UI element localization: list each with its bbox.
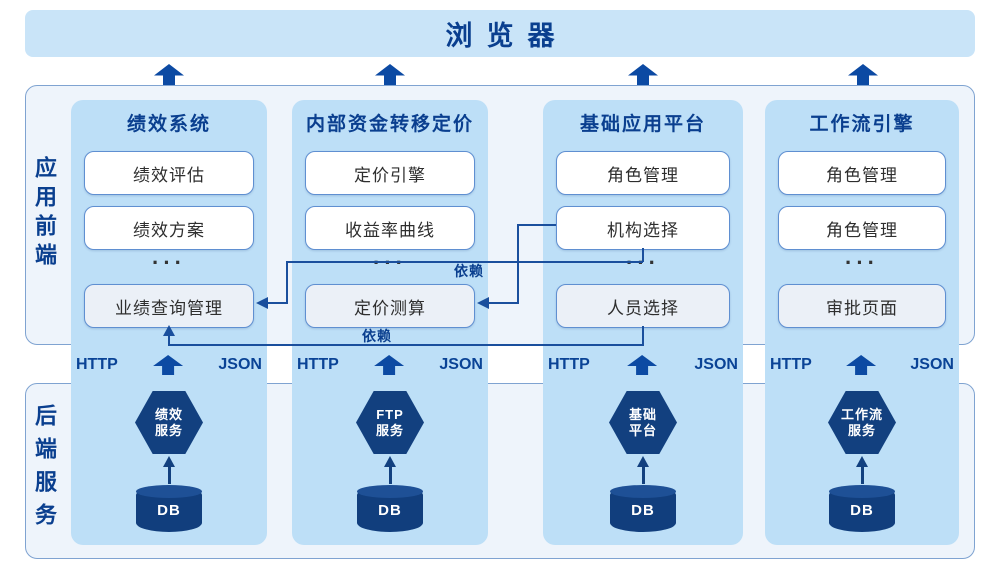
service-name-line: 基础 — [628, 406, 657, 422]
http-label: HTTP — [548, 356, 590, 373]
service-name-line: 绩效 — [154, 406, 183, 422]
column-base-platform: 基础应用平台 角色管理 机构选择 ··· 人员选择 HTTP JSON 基础 平… — [543, 100, 743, 545]
http-up-arrow-icon — [153, 355, 184, 375]
dependency-line-segment — [489, 302, 518, 304]
service-hexagon: 绩效 服务 — [135, 391, 203, 454]
db-up-arrow-icon — [856, 456, 868, 484]
dependency-line-segment — [642, 326, 644, 346]
dependency-arrowhead-icon — [163, 325, 175, 336]
module-box: 定价测算 — [305, 284, 475, 328]
service-name-line: 平台 — [628, 422, 657, 438]
module-box: 收益率曲线 — [305, 206, 475, 250]
http-label: HTTP — [297, 356, 339, 373]
http-label: HTTP — [770, 356, 812, 373]
database-cylinder: DB — [829, 485, 895, 532]
dependency-line-segment — [168, 335, 170, 346]
database-cylinder: DB — [136, 485, 202, 532]
service-name-line: 服务 — [847, 422, 876, 438]
module-box: 人员选择 — [556, 284, 730, 328]
dependency-arrowhead-icon — [256, 297, 268, 309]
module-box: 机构选择 — [556, 206, 730, 250]
db-label: DB — [850, 502, 874, 519]
module-box: 绩效评估 — [84, 151, 254, 195]
http-label: HTTP — [76, 356, 118, 373]
db-up-arrow-icon — [637, 456, 649, 484]
column-title: 绩效系统 — [126, 114, 211, 135]
browser-bar: 浏览器 — [25, 10, 975, 57]
dependency-line-segment — [168, 344, 644, 346]
dependency-label: 依赖 — [454, 263, 484, 279]
column-ftp-pricing: 内部资金转移定价 定价引擎 收益率曲线 ··· 定价测算 HTTP JSON F… — [292, 100, 488, 545]
module-box: 角色管理 — [556, 151, 730, 195]
module-box: 绩效方案 — [84, 206, 254, 250]
database-cylinder: DB — [357, 485, 423, 532]
module-box: 角色管理 — [778, 151, 946, 195]
json-label: JSON — [694, 356, 738, 373]
dependency-line-segment — [642, 248, 644, 262]
protocol-row: HTTP JSON — [297, 353, 483, 377]
module-box: 业绩查询管理 — [84, 284, 254, 328]
column-performance-system: 绩效系统 绩效评估 绩效方案 ··· 业绩查询管理 HTTP JSON 绩效 服… — [71, 100, 267, 545]
http-up-arrow-icon — [374, 355, 405, 375]
dependency-line-segment — [518, 224, 556, 226]
db-up-arrow-icon — [384, 456, 396, 484]
db-label: DB — [157, 502, 181, 519]
browser-up-arrow-icon — [375, 64, 405, 85]
browser-title: 浏览器 — [445, 21, 569, 51]
ellipsis: ··· — [152, 250, 186, 275]
json-label: JSON — [439, 356, 483, 373]
protocol-row: HTTP JSON — [548, 353, 738, 377]
http-up-arrow-icon — [846, 355, 877, 375]
browser-up-arrow-icon — [628, 64, 658, 85]
browser-up-arrow-icon — [848, 64, 878, 85]
database-cylinder: DB — [610, 485, 676, 532]
json-label: JSON — [910, 356, 954, 373]
service-name-line: 服务 — [154, 422, 183, 438]
service-hexagon: 工作流 服务 — [828, 391, 896, 454]
service-hexagon: FTP 服务 — [356, 391, 424, 454]
service-name-line: FTP — [376, 406, 404, 422]
column-workflow-engine: 工作流引擎 角色管理 角色管理 ··· 审批页面 HTTP JSON 工作流 服… — [765, 100, 959, 545]
frontend-section-label: 应用前端 — [32, 156, 57, 272]
backend-section-label: 后端服务 — [32, 404, 57, 536]
json-label: JSON — [218, 356, 262, 373]
dependency-label: 依赖 — [362, 328, 392, 344]
service-name-line: 服务 — [375, 422, 404, 438]
dependency-line-segment — [517, 224, 519, 304]
ellipsis: ··· — [845, 250, 879, 275]
dependency-line-segment — [286, 261, 288, 303]
column-title: 内部资金转移定价 — [305, 114, 474, 135]
db-label: DB — [631, 502, 655, 519]
module-box: 角色管理 — [778, 206, 946, 250]
protocol-row: HTTP JSON — [76, 353, 262, 377]
column-title: 基础应用平台 — [579, 114, 706, 135]
db-label: DB — [378, 502, 402, 519]
http-up-arrow-icon — [627, 355, 658, 375]
dependency-line-segment — [268, 302, 288, 304]
browser-up-arrow-icon — [154, 64, 184, 85]
protocol-row: HTTP JSON — [770, 353, 954, 377]
db-up-arrow-icon — [163, 456, 175, 484]
service-name-line: 工作流 — [840, 406, 883, 422]
column-title: 工作流引擎 — [809, 114, 915, 135]
module-box: 审批页面 — [778, 284, 946, 328]
dependency-arrowhead-icon — [477, 297, 489, 309]
module-box: 定价引擎 — [305, 151, 475, 195]
dependency-line-segment — [286, 261, 643, 263]
service-hexagon: 基础 平台 — [609, 391, 677, 454]
